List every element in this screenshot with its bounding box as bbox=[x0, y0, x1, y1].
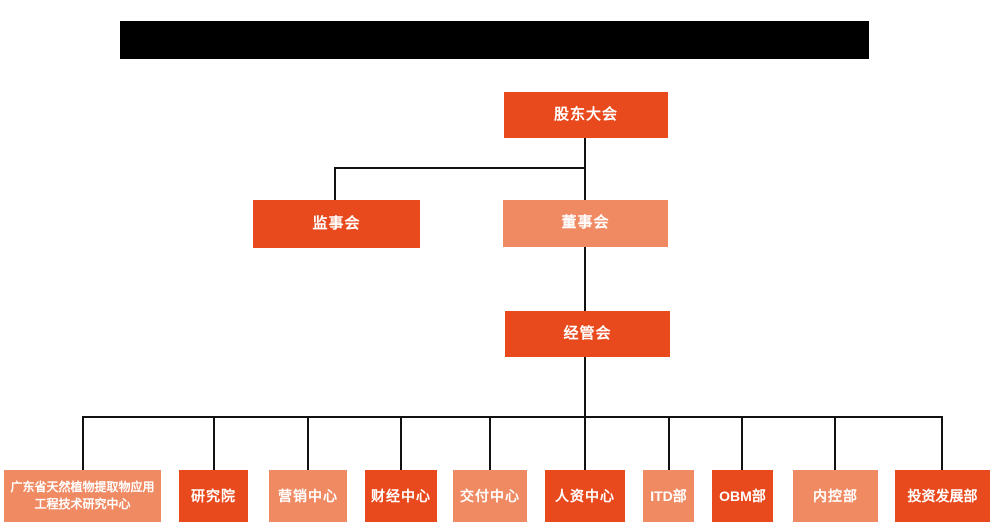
connector-line bbox=[741, 417, 743, 470]
node-dept-internal-control: 内控部 bbox=[793, 470, 878, 522]
connector-line bbox=[584, 357, 586, 417]
node-dept-research-center: 广东省天然植物提取物应用工程技术研究中心 bbox=[4, 470, 161, 522]
node-supervisory-board: 监事会 bbox=[253, 200, 420, 248]
node-dept-research-institute: 研究院 bbox=[179, 470, 248, 522]
connector-line bbox=[584, 168, 586, 200]
connector-line bbox=[82, 417, 84, 470]
connector-line bbox=[400, 417, 402, 470]
connector-line bbox=[941, 417, 943, 470]
node-dept-delivery-center: 交付中心 bbox=[453, 470, 527, 522]
connector-line bbox=[82, 416, 943, 418]
connector-line bbox=[584, 417, 586, 470]
connector-line bbox=[213, 417, 215, 470]
connector-line bbox=[307, 417, 309, 470]
node-dept-hr-center: 人资中心 bbox=[545, 470, 625, 522]
node-dept-finance-center: 财经中心 bbox=[365, 470, 437, 522]
node-dept-obm: OBM部 bbox=[712, 470, 773, 522]
connector-line bbox=[584, 247, 586, 311]
node-shareholders-meeting: 股东大会 bbox=[504, 92, 668, 138]
connector-line bbox=[668, 417, 670, 470]
connector-line bbox=[584, 138, 586, 169]
node-management-committee: 经管会 bbox=[505, 311, 670, 357]
connector-line bbox=[334, 167, 586, 169]
connector-line bbox=[489, 417, 491, 470]
node-dept-marketing-center: 营销中心 bbox=[269, 470, 347, 522]
connector-line bbox=[834, 417, 836, 470]
node-dept-investment-development: 投资发展部 bbox=[895, 470, 990, 522]
node-dept-itd: ITD部 bbox=[643, 470, 694, 522]
node-board-of-directors: 董事会 bbox=[503, 200, 668, 247]
redacted-title-bar bbox=[120, 21, 869, 59]
connector-line bbox=[334, 168, 336, 200]
